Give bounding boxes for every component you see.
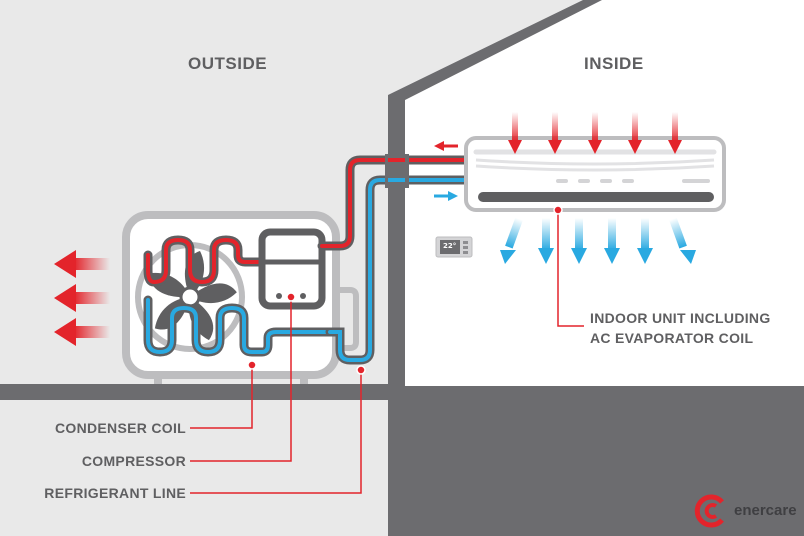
hot-refrigerant-line-core bbox=[320, 158, 468, 248]
inside-label: INSIDE bbox=[584, 54, 644, 73]
indoor-unit-label-line1: INDOOR UNIT INCLUDING bbox=[590, 310, 771, 326]
condenser-coil-hot-core bbox=[146, 237, 262, 285]
flow-arrow-icon bbox=[434, 141, 458, 201]
condenser-coil-cold-core bbox=[146, 298, 332, 355]
indoor-floor bbox=[405, 386, 804, 536]
cool-air-arrow-icon bbox=[500, 217, 696, 264]
outside-label: OUTSIDE bbox=[188, 54, 268, 73]
thermostat-icon bbox=[435, 236, 473, 258]
condenser-coil-label: CONDENSER COIL bbox=[55, 420, 186, 436]
refrigerant-line-label: REFRIGERANT LINE bbox=[44, 485, 186, 501]
cold-refrigerant-line-core bbox=[328, 178, 468, 362]
indoor-unit-label-line2: AC EVAPORATOR COIL bbox=[590, 330, 754, 346]
warm-air-intake-icon bbox=[508, 112, 682, 154]
indoor-unit-label: INDOOR UNIT INCLUDING AC EVAPORATOR COIL bbox=[590, 308, 790, 348]
callout-dots bbox=[247, 205, 563, 375]
compressor-label: COMPRESSOR bbox=[81, 453, 186, 469]
thermostat-reading: 22° bbox=[443, 242, 457, 250]
callout-lines bbox=[190, 210, 584, 494]
brand-name: enercare bbox=[734, 502, 797, 519]
ground bbox=[0, 384, 388, 400]
compressor bbox=[258, 228, 326, 310]
enercare-logo-icon bbox=[694, 494, 724, 528]
hot-air-arrow-icon bbox=[54, 250, 110, 346]
